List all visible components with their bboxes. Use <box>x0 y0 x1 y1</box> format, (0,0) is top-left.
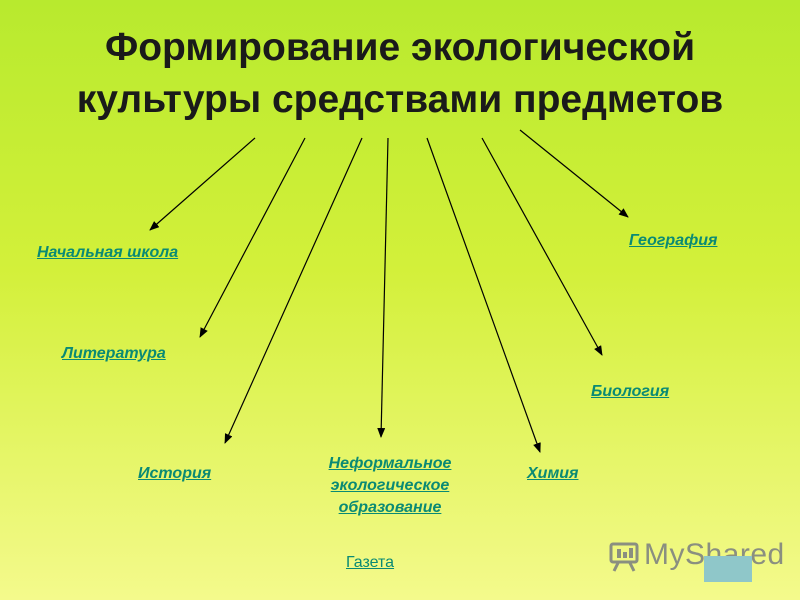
link-informal-education-line-1: Неформальное <box>328 455 452 472</box>
arrow-to-primary-school <box>149 137 256 231</box>
link-biology[interactable]: Биология <box>591 383 670 400</box>
link-literature[interactable]: Литература <box>62 345 166 362</box>
link-informal-education[interactable]: Неформальное экологическое образование <box>305 453 475 519</box>
link-newspaper[interactable]: Газета <box>346 554 395 571</box>
slide-title-line-2: культуры средствами предметов <box>76 78 724 121</box>
arrow-to-literature <box>199 137 306 338</box>
watermark-logo-icon <box>609 542 639 572</box>
link-informal-education-line-3: образование <box>338 499 442 516</box>
watermark: MyShared <box>606 536 784 576</box>
arrow-to-biology <box>481 137 603 356</box>
arrow-to-informal-education <box>377 137 389 438</box>
slide-title-line-1: Формирование экологической <box>104 26 696 69</box>
nav-box[interactable] <box>704 556 752 582</box>
link-geography[interactable]: География <box>629 232 718 249</box>
link-chemistry[interactable]: Химия <box>527 465 579 482</box>
arrow-to-geography <box>519 129 629 218</box>
arrow-to-history <box>224 137 363 444</box>
link-history[interactable]: История <box>138 465 212 482</box>
arrow-to-chemistry <box>426 137 541 453</box>
link-informal-education-line-2: экологическое <box>330 477 450 494</box>
link-primary-school[interactable]: Начальная школа <box>37 244 179 261</box>
slide-title: Формирование экологической культуры сред… <box>0 22 800 126</box>
